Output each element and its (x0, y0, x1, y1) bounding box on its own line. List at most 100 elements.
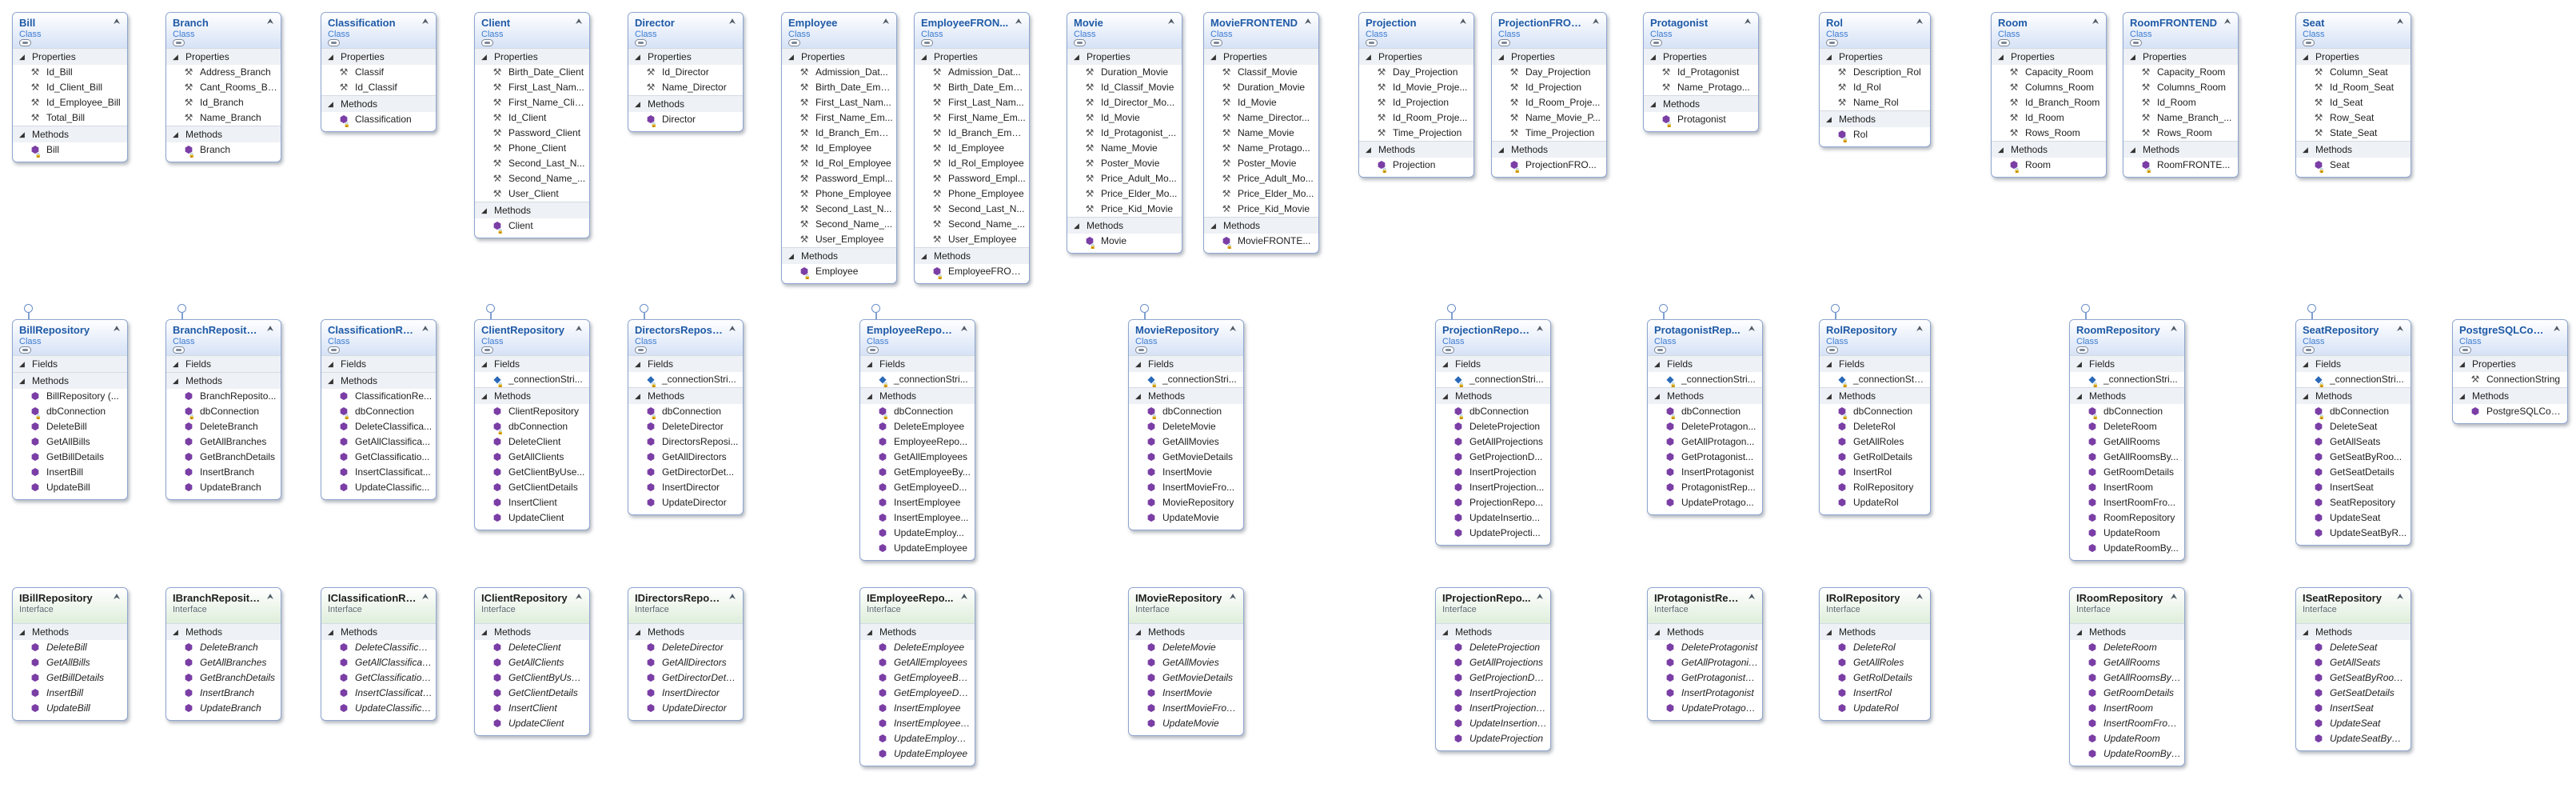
member-row[interactable]: ⬢GetSeatByRoomId (2296, 670, 2411, 686)
member-row[interactable]: ⬢ProtagonistRep... (1648, 480, 1762, 495)
section-header-fields[interactable]: ◢Fields (13, 355, 127, 372)
member-row[interactable]: ⚒First_Last_Nam... (915, 95, 1029, 110)
member-row[interactable]: ⬢GetAllSeats (2296, 434, 2411, 450)
member-row[interactable]: ⚒Id_Protagonist_... (1067, 126, 1182, 141)
member-row[interactable]: ⬢UpdateRoomByBr... (2070, 746, 2184, 762)
member-row[interactable]: ⚒Id_Client_Bill (13, 80, 127, 95)
section-header-methods[interactable]: ◢Methods (166, 372, 281, 389)
member-row[interactable]: ⚒Rows_Room (2123, 126, 2238, 141)
member-row[interactable]: ⬢InsertRoom (2070, 701, 2184, 716)
member-row[interactable]: ⬢GetBranchDetails (166, 670, 281, 686)
collapse-chevron-icon[interactable]: ⮝ (421, 18, 429, 26)
expand-toggle-icon[interactable] (2303, 39, 2315, 46)
member-row[interactable]: ⬢GetRoomDetails (2070, 465, 2184, 480)
member-row[interactable]: ⚒User_Employee (782, 232, 896, 247)
member-row[interactable]: ⚒Price_Adult_Mo... (1067, 171, 1182, 186)
member-row[interactable]: ⚒Name_Director (628, 80, 743, 95)
member-row[interactable]: ⬢DeleteProtagon... (1648, 419, 1762, 434)
section-expand-arrow-icon[interactable]: ◢ (2459, 392, 2465, 400)
expand-toggle-icon[interactable] (2303, 346, 2315, 354)
expand-toggle-icon[interactable] (788, 39, 800, 46)
collapse-chevron-icon[interactable]: ⮝ (1015, 18, 1023, 26)
member-row[interactable]: ⬢InsertRoomFrontE... (2070, 716, 2184, 731)
section-header-methods[interactable]: ◢Methods (475, 202, 589, 218)
collapse-chevron-icon[interactable]: ⮝ (2223, 18, 2231, 26)
class-box-projection-frontend[interactable]: ProjectionFRON...Class⮝◢Properties⚒Day_P… (1491, 12, 1607, 178)
member-row[interactable]: ⚒Id_Employee (782, 141, 896, 156)
section-header-properties[interactable]: ◢Properties (321, 48, 436, 65)
member-row[interactable]: ⬢InsertMovie (1129, 465, 1243, 480)
member-row[interactable]: ⚒Rows_Room (1992, 126, 2106, 141)
member-row[interactable]: ⬢DeleteMovie (1129, 419, 1243, 434)
member-row[interactable]: ⬢dbConnection (321, 404, 436, 419)
section-header-methods[interactable]: ◢Methods (13, 623, 127, 640)
member-row[interactable]: ⚒Time_Projection (1492, 126, 1606, 141)
member-row[interactable]: ⬢GetAllProtagon... (1648, 434, 1762, 450)
member-row[interactable]: ⬢ClassificationRe... (321, 389, 436, 404)
section-header-methods[interactable]: ◢Methods (915, 247, 1029, 264)
member-row[interactable]: ⚒Day_Projection (1492, 65, 1606, 80)
member-row[interactable]: ⚒Id_Room_Proje... (1359, 110, 1473, 126)
member-row[interactable]: ⚒Id_Branch_Room (1992, 95, 2106, 110)
member-row[interactable]: ⚒First_Last_Nam... (782, 95, 896, 110)
expand-toggle-icon[interactable] (2076, 346, 2088, 354)
expand-toggle-icon[interactable] (328, 39, 340, 46)
member-row[interactable]: ⬢UpdateProtago... (1648, 495, 1762, 510)
collapse-chevron-icon[interactable]: ⮝ (1536, 593, 1544, 602)
member-row[interactable]: ⬢GetAllClassifica... (321, 434, 436, 450)
collapse-chevron-icon[interactable]: ⮝ (2170, 593, 2178, 602)
section-header-properties[interactable]: ◢Properties (1992, 48, 2106, 65)
section-header-methods[interactable]: ◢Methods (321, 623, 436, 640)
member-row[interactable]: ⚒Price_Elder_Mo... (1067, 186, 1182, 202)
member-row[interactable]: ⚒Classif_Movie (1204, 65, 1318, 80)
member-row[interactable]: ⬢InsertEmployeeFro... (860, 716, 975, 731)
collapse-chevron-icon[interactable]: ⮝ (575, 593, 583, 602)
member-row[interactable]: ⚒Birth_Date_Emp... (915, 80, 1029, 95)
member-row[interactable]: ⬢InsertMovieFro... (1129, 480, 1243, 495)
collapse-chevron-icon[interactable]: ⮝ (113, 325, 121, 334)
member-row[interactable]: ⚒Column_Seat (2296, 65, 2411, 80)
member-row[interactable]: ⬢GetAllRoles (1820, 655, 1930, 670)
collapse-chevron-icon[interactable]: ⮝ (960, 325, 968, 334)
member-row[interactable]: ⬢UpdateInsertionFr... (1436, 716, 1550, 731)
class-box-projection-repository[interactable]: ProjectionRepos...Class⮝◢Fields◆_connect… (1435, 319, 1551, 546)
member-row[interactable]: ⬢InsertClassificat... (321, 465, 436, 480)
expand-toggle-icon[interactable] (867, 346, 879, 354)
member-row[interactable]: ⚒Id_Rol_Employee (782, 156, 896, 171)
member-row[interactable]: ⬢UpdateProjection (1436, 731, 1550, 746)
section-header-methods[interactable]: ◢Methods (475, 387, 589, 404)
member-row[interactable]: ◆_connectionStri... (2296, 372, 2411, 387)
class-box-movie-repository[interactable]: MovieRepositoryClass⮝◢Fields◆_connection… (1128, 319, 1244, 530)
section-header-methods[interactable]: ◢Methods (2070, 387, 2184, 404)
member-row[interactable]: ⬢InsertBranch (166, 465, 281, 480)
class-box-postgresql-configuration[interactable]: PostgreSQLConf...Class⮝◢Properties⚒Conne… (2452, 319, 2568, 424)
expand-toggle-icon[interactable] (173, 346, 185, 354)
member-row[interactable]: ⬢dbConnection (2070, 404, 2184, 419)
member-row[interactable]: ⬢GetAllClients (475, 655, 589, 670)
member-row[interactable]: ⬢GetProtagonistDet... (1648, 670, 1762, 686)
member-row[interactable]: ⬢InsertSeat (2296, 701, 2411, 716)
section-expand-arrow-icon[interactable]: ◢ (1442, 628, 1448, 636)
member-row[interactable]: ⚒Id_Movie_Proje... (1359, 80, 1473, 95)
member-row[interactable]: ⬢InsertClient (475, 495, 589, 510)
collapse-chevron-icon[interactable]: ⮝ (1229, 325, 1237, 334)
section-header-fields[interactable]: ◢Fields (1820, 355, 1930, 372)
section-expand-arrow-icon[interactable]: ◢ (328, 53, 333, 61)
box-header[interactable]: ProjectionFRON...Class⮝ (1492, 13, 1606, 48)
member-row[interactable]: ⬢GetSeatByRoo... (2296, 450, 2411, 465)
member-row[interactable]: ⚒Id_Movie (1204, 95, 1318, 110)
section-expand-arrow-icon[interactable]: ◢ (1826, 360, 1832, 368)
member-row[interactable]: ⬢dbConnection (2296, 404, 2411, 419)
member-row[interactable]: ⬢dbConnection (1820, 404, 1930, 419)
member-row[interactable]: ⬢Branch (166, 142, 281, 158)
member-row[interactable]: ⬢InsertProjection (1436, 686, 1550, 701)
box-header[interactable]: IDirectorsReposi...Interface⮝ (628, 588, 743, 623)
section-header-methods[interactable]: ◢Methods (1129, 387, 1243, 404)
section-expand-arrow-icon[interactable]: ◢ (1135, 628, 1141, 636)
member-row[interactable]: ⚒User_Client (475, 186, 589, 202)
